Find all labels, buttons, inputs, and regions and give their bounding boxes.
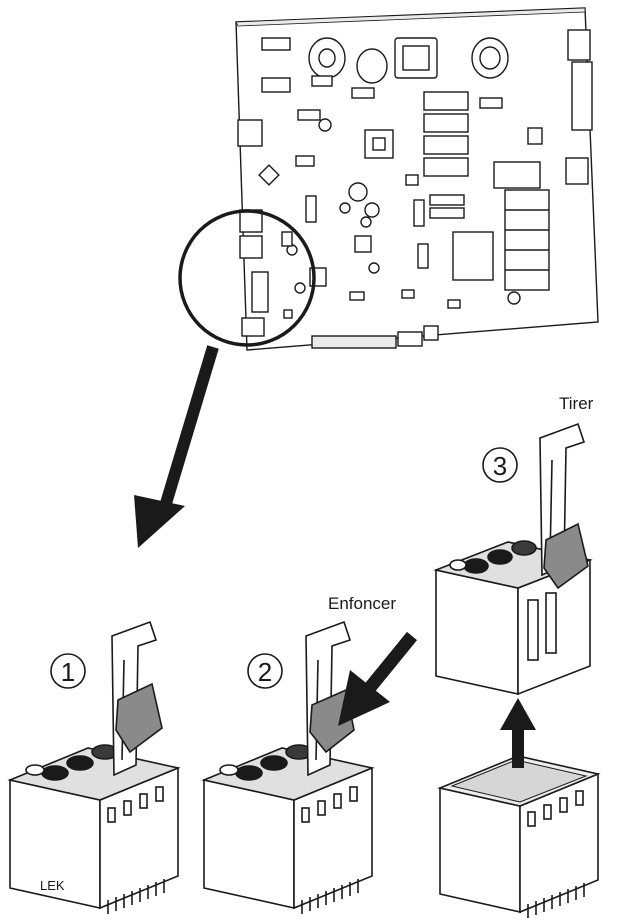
step-number-2: 2: [247, 653, 283, 689]
step-number-1: 1: [50, 653, 86, 689]
empty-socket: [437, 755, 601, 918]
circuit-board: [235, 7, 599, 351]
step-number-2-label: 2: [258, 657, 272, 687]
connector-step-2: [201, 620, 375, 914]
magnifier-circle: [178, 209, 316, 347]
push-arrow: [338, 631, 418, 726]
push-label: Enfoncer: [328, 594, 396, 613]
step-number-1-label: 1: [61, 657, 75, 687]
connector-step-1: [7, 620, 181, 914]
pull-label: Tirer: [559, 394, 594, 413]
pull-arrow: [500, 698, 536, 768]
step-number-3-label: 3: [493, 451, 507, 481]
brand-mark: LEK: [40, 878, 65, 893]
connector-step-3: [433, 422, 593, 696]
step-number-3: 3: [482, 447, 518, 483]
pointer-arrow: [134, 345, 219, 548]
